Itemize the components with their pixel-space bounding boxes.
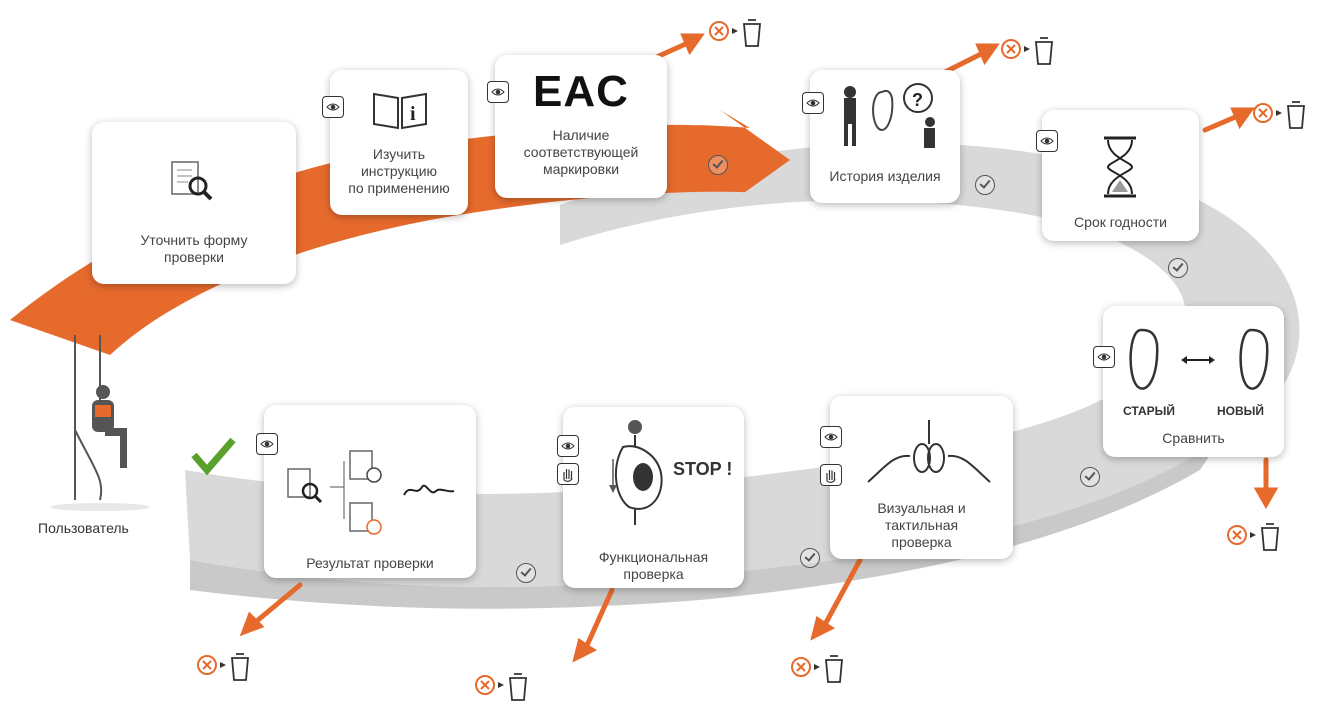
hourglass-icon [1104, 136, 1136, 198]
step-card-form: Уточнить форму проверки [92, 122, 296, 284]
eye-icon [1036, 130, 1058, 152]
reject-bin-icon [197, 653, 249, 681]
eye-icon [557, 435, 579, 457]
step-label-history: История изделия [829, 168, 941, 184]
info-book-icon: i [373, 92, 427, 130]
check-circle-icon [516, 563, 536, 583]
step-card-result: Результат проверки [256, 405, 476, 578]
step-label-expiry: Срок годности [1074, 214, 1167, 230]
result-docs-icon [287, 450, 455, 535]
reject-bin-icon [791, 655, 843, 683]
svg-text:i: i [410, 103, 416, 125]
magnifier-doc-icon [171, 161, 213, 201]
hands-rope-icon [867, 420, 991, 483]
eye-icon [256, 433, 278, 455]
svg-text:?: ? [912, 90, 923, 110]
eye-icon [322, 96, 344, 118]
reject-bin-icon [1253, 101, 1305, 129]
compare-new-label: НОВЫЙ [1217, 404, 1265, 418]
hand-icon [557, 463, 579, 485]
step-label-marking: Наличие соответствующей маркировки [523, 127, 639, 177]
reject-bin-icon [1001, 37, 1053, 65]
eye-icon [487, 81, 509, 103]
eye-icon [802, 92, 824, 114]
step-card-instructions: i Изучить инструкцию по применению [322, 70, 468, 215]
step-label-compare: Сравнить [1162, 430, 1225, 446]
reject-bin-icon [709, 19, 761, 47]
step-label-functional: Функциональная проверка [598, 549, 709, 582]
green-check-mark [191, 437, 236, 476]
stop-label: STOP ! [673, 459, 733, 479]
step-label-result: Результат проверки [306, 555, 434, 571]
check-circle-icon [708, 155, 728, 175]
people-carabiner-icon: ? [844, 83, 935, 148]
check-circle-icon [1080, 467, 1100, 487]
step-label-instructions: Изучить инструкцию по применению [348, 146, 450, 196]
eye-icon [820, 426, 842, 448]
step-card-compare: СТАРЫЙ НОВЫЙ Сравнить [1093, 306, 1284, 457]
step-card-history: ? История изделия [802, 70, 960, 203]
eye-icon [1093, 346, 1115, 368]
reject-bin-icon [475, 673, 527, 701]
device-check-icon [609, 420, 663, 525]
gray-flow-band [185, 143, 1300, 587]
user-figure [50, 335, 150, 511]
step-label-form: Уточнить форму проверки [140, 232, 248, 265]
step-card-functional: STOP ! Функциональная проверка [557, 407, 744, 588]
user-label: Пользователь [38, 520, 129, 536]
reject-bin-icon [1227, 523, 1279, 551]
carabiner-compare-icon [1129, 328, 1269, 390]
check-circle-icon [975, 175, 995, 195]
step-card-marking: EAC Наличие соответствующей маркировки [487, 55, 667, 198]
step-card-visual: Визуальная и тактильная проверка [820, 396, 1013, 559]
eac-logo: EAC [533, 67, 629, 116]
hand-icon [820, 464, 842, 486]
check-circle-icon [800, 548, 820, 568]
compare-old-label: СТАРЫЙ [1123, 404, 1175, 418]
user-body [92, 385, 127, 468]
step-card-expiry: Срок годности [1036, 110, 1199, 241]
check-circle-icon [1168, 258, 1188, 278]
step-label-visual: Визуальная и тактильная проверка [877, 500, 966, 550]
